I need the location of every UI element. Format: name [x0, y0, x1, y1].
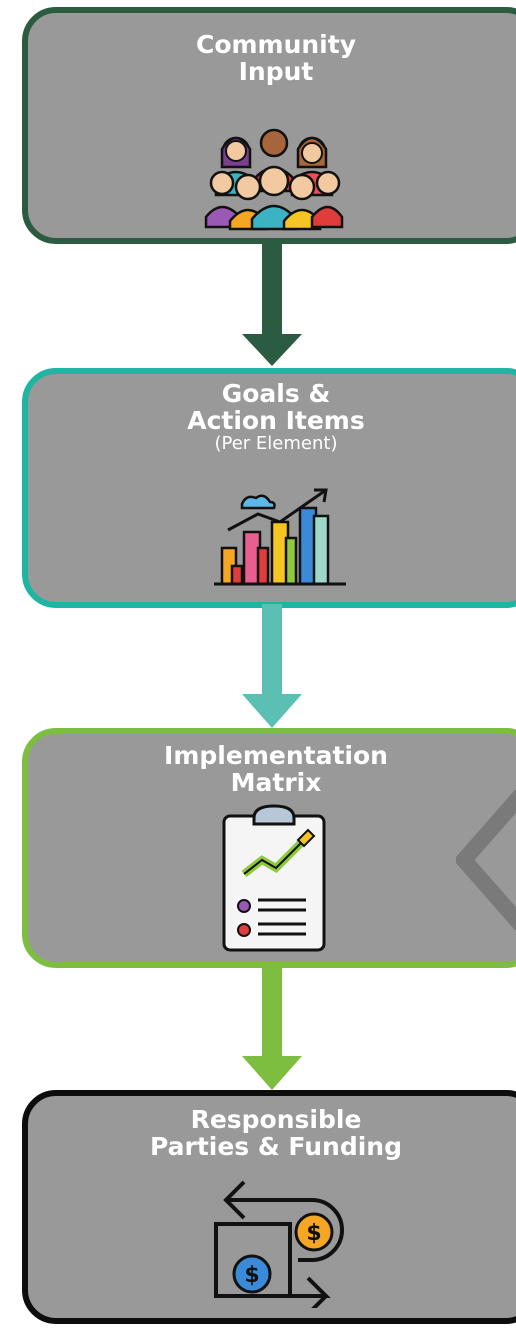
flow-arrow-2 — [242, 604, 302, 728]
step-card-implementation-matrix: Implementation Matrix — [22, 728, 516, 968]
clipboard-report-icon — [222, 804, 326, 952]
step-title: Implementation Matrix — [28, 742, 516, 796]
step-card-responsible-parties: Responsible Parties & Funding $ $ — [22, 1090, 516, 1324]
title-line-2: Matrix — [230, 768, 322, 797]
flow-arrow-3 — [242, 966, 302, 1090]
step-title: Goals & Action Items (Per Element) — [28, 380, 516, 454]
title-line-1: Community — [195, 30, 357, 59]
flow-arrow-1 — [242, 244, 302, 366]
title-subtitle: (Per Element) — [214, 433, 338, 454]
growth-bar-chart-icon — [214, 488, 346, 586]
title-line-1: Implementation — [164, 741, 388, 770]
title-line-1: Responsible — [190, 1105, 362, 1134]
svg-text:$: $ — [244, 1263, 259, 1288]
money-exchange-icon: $ $ — [214, 1180, 344, 1308]
step-title: Community Input — [28, 31, 516, 85]
title-line-1: Goals & — [221, 379, 331, 408]
chevron-left-icon — [456, 790, 516, 930]
title-line-2: Input — [238, 57, 314, 86]
svg-text:$: $ — [306, 1221, 321, 1246]
title-line-2: Action Items — [187, 406, 365, 435]
title-line-2: Parties & Funding — [149, 1132, 402, 1161]
step-card-community-input: Community Input — [22, 7, 516, 244]
step-title: Responsible Parties & Funding — [28, 1106, 516, 1160]
step-card-goals-action-items: Goals & Action Items (Per Element) — [22, 368, 516, 608]
people-group-icon — [204, 128, 344, 231]
